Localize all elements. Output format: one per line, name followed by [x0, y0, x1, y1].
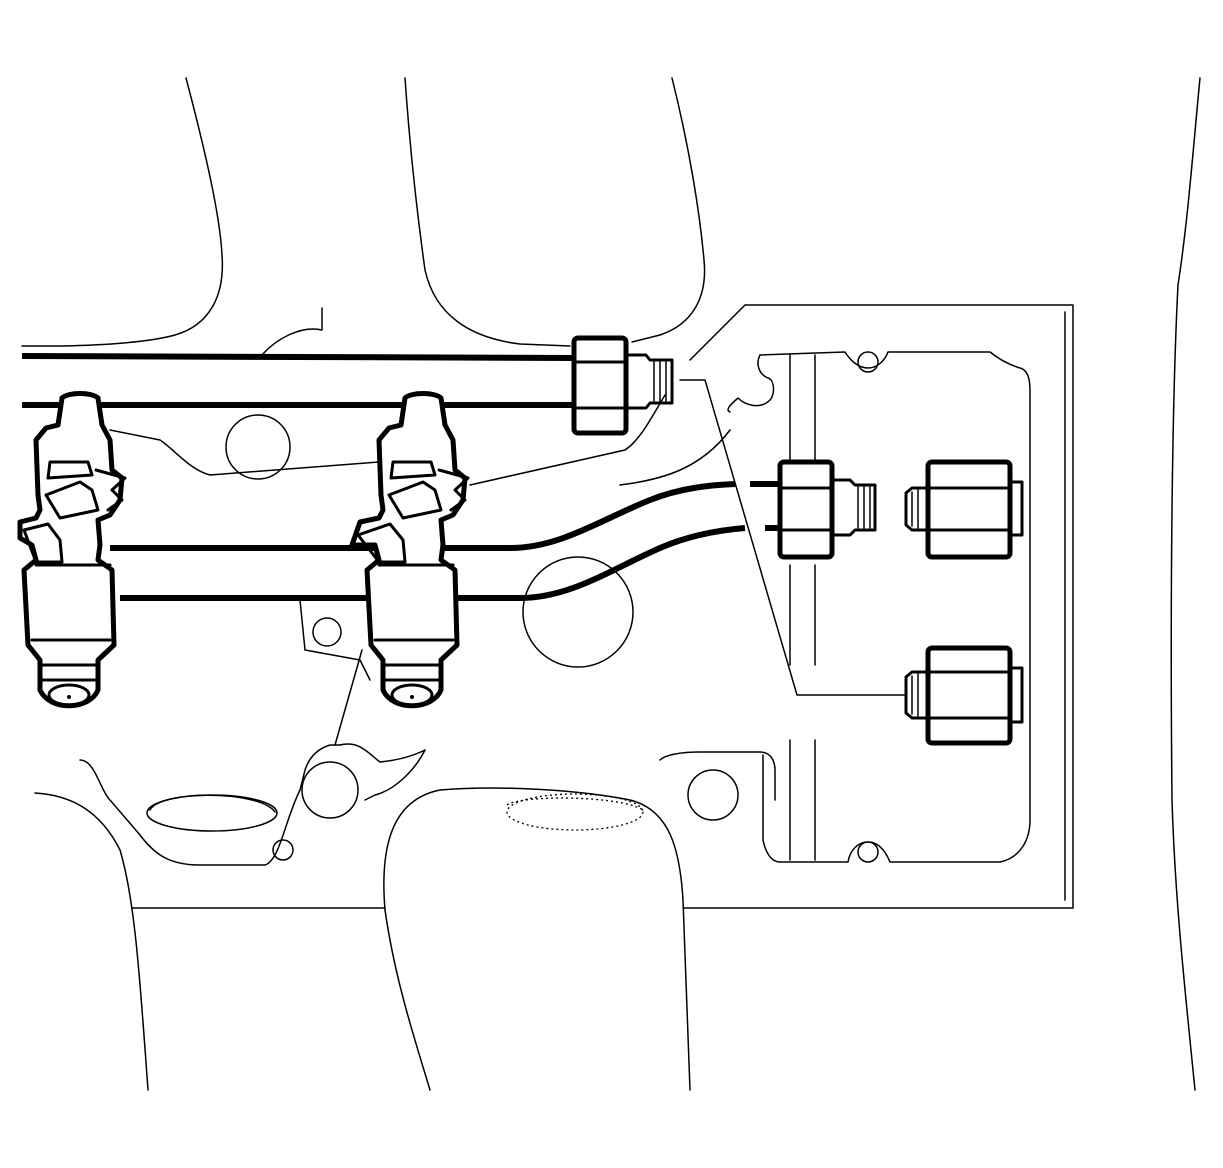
- mounting-bracket: [679, 351, 1031, 863]
- pressure-regulator-lower: [904, 645, 1024, 746]
- fuel-injector-center: [349, 391, 470, 709]
- fuel-injector-left: [17, 391, 127, 709]
- fuel-rail-upper: [21, 353, 576, 408]
- rail-end-fitting-nut: [571, 335, 674, 436]
- fuel-rail-lower: [110, 481, 780, 601]
- intake-manifold: [21, 77, 1201, 1091]
- pipe-fitting-nut-middle: [777, 459, 877, 560]
- pressure-regulator-upper: [904, 459, 1024, 560]
